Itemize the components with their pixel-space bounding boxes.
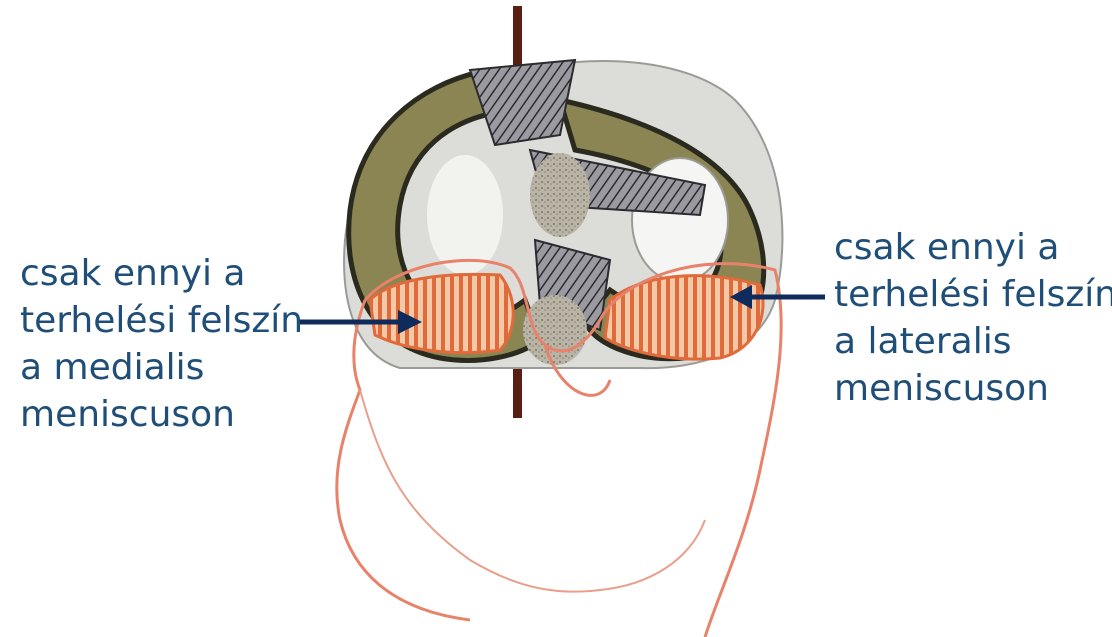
label-line: csak ennyi a [834, 224, 1112, 271]
label-line: terhelési felszín [834, 271, 1112, 318]
label-line: csak ennyi a [20, 250, 303, 297]
lateral-contact-surface [605, 276, 763, 359]
lateral-meniscus-label: csak ennyi a terhelési felszín a lateral… [834, 224, 1112, 412]
intercondylar-eminence-lower [523, 295, 587, 365]
label-line: terhelési felszín [20, 297, 303, 344]
label-line: meniscuson [20, 391, 303, 438]
fibula-outline [360, 390, 705, 592]
medial-meniscus-label: csak ennyi a terhelési felszín a mediali… [20, 250, 303, 438]
label-line: meniscuson [834, 365, 1112, 412]
medial-inner-area [427, 155, 503, 275]
label-line: a lateralis [834, 318, 1112, 365]
medial-contact-surface [370, 274, 513, 352]
intercondylar-eminence-upper [530, 153, 590, 237]
label-line: a medialis [20, 344, 303, 391]
